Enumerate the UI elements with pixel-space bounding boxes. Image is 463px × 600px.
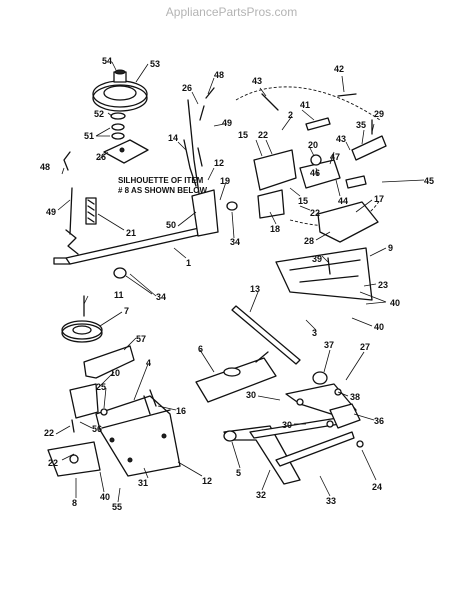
callout-11: 11 <box>114 290 124 300</box>
callout-31: 31 <box>138 478 148 488</box>
callout-22: 22 <box>48 458 58 468</box>
callout-52: 52 <box>94 109 104 119</box>
callout-22: 22 <box>44 428 54 438</box>
callout-12: 12 <box>202 476 212 486</box>
callout-26: 26 <box>182 83 192 93</box>
callout-25: 25 <box>96 382 106 392</box>
watermark: AppliancePartsPros.com <box>165 5 298 19</box>
callout-39: 39 <box>312 254 322 264</box>
callout-17: 17 <box>374 194 384 204</box>
callout-56: 56 <box>92 424 102 434</box>
callout-40: 40 <box>390 298 400 308</box>
callout-4: 4 <box>146 358 151 368</box>
callout-21: 21 <box>126 228 136 238</box>
callout-13: 13 <box>250 284 260 294</box>
callout-54: 54 <box>102 56 112 66</box>
center-bracket <box>195 351 277 403</box>
callout-28: 28 <box>304 236 314 246</box>
callout-44: 44 <box>338 196 348 206</box>
callout-labels: 54 53 48 26 49 52 51 14 12 48 26 19 49 5… <box>40 56 434 512</box>
callout-57: 57 <box>136 334 146 344</box>
rod-13 <box>231 305 301 365</box>
callout-6: 6 <box>198 344 203 354</box>
callout-48: 48 <box>214 70 224 80</box>
callout-41: 41 <box>300 100 310 110</box>
callout-3: 3 <box>312 328 317 338</box>
callout-5: 5 <box>236 468 241 478</box>
callout-24: 24 <box>372 482 382 492</box>
callout-32: 32 <box>256 490 266 500</box>
callout-15: 15 <box>298 196 308 206</box>
callout-37: 37 <box>324 340 334 350</box>
callout-48: 48 <box>40 162 50 172</box>
callout-50: 50 <box>166 220 176 230</box>
callout-40: 40 <box>100 492 110 502</box>
callout-9: 9 <box>388 243 393 253</box>
callout-49: 49 <box>222 118 232 128</box>
callout-23: 23 <box>378 280 388 290</box>
callout-30: 30 <box>282 420 292 430</box>
callout-14: 14 <box>168 133 178 143</box>
callout-45: 45 <box>424 176 434 186</box>
callout-42: 42 <box>334 64 344 74</box>
callout-55: 55 <box>112 502 122 512</box>
callout-30: 30 <box>246 390 256 400</box>
callout-43: 43 <box>336 134 346 144</box>
callout-1: 1 <box>186 258 191 268</box>
callout-16: 16 <box>176 406 186 416</box>
callout-33: 33 <box>326 496 336 506</box>
pulley-assembly <box>92 69 149 164</box>
idler-pulley-group <box>47 295 181 477</box>
callout-51: 51 <box>84 131 94 141</box>
callout-53: 53 <box>150 59 160 69</box>
lower-linkage <box>223 371 364 485</box>
callout-34: 34 <box>156 292 166 302</box>
brake-linkage <box>235 86 387 301</box>
callout-27: 27 <box>360 342 370 352</box>
callout-12: 12 <box>214 158 224 168</box>
callout-47: 47 <box>330 152 340 162</box>
shaft-linkage <box>53 87 238 279</box>
callout-43: 43 <box>252 76 262 86</box>
callout-22: 22 <box>310 208 320 218</box>
callout-35: 35 <box>356 120 366 130</box>
callout-20: 20 <box>308 140 318 150</box>
leader-lines <box>55 61 425 503</box>
callout-7: 7 <box>124 306 129 316</box>
callout-15: 15 <box>238 130 248 140</box>
callout-36: 36 <box>374 416 384 426</box>
callout-19: 19 <box>220 176 230 186</box>
callout-26: 26 <box>96 152 106 162</box>
callout-2: 2 <box>288 110 293 120</box>
callout-29: 29 <box>374 109 384 119</box>
callout-38: 38 <box>350 392 360 402</box>
callout-22: 22 <box>258 130 268 140</box>
callout-18: 18 <box>270 224 280 234</box>
callout-34: 34 <box>230 237 240 247</box>
callout-10: 10 <box>110 368 120 378</box>
callout-40: 40 <box>374 322 384 332</box>
callout-8: 8 <box>72 498 77 508</box>
silhouette-note: SILHOUETTE OF ITEM # 8 AS SHOWN BELOW <box>118 176 208 195</box>
callout-49: 49 <box>46 207 56 217</box>
callout-46: 46 <box>310 168 320 178</box>
